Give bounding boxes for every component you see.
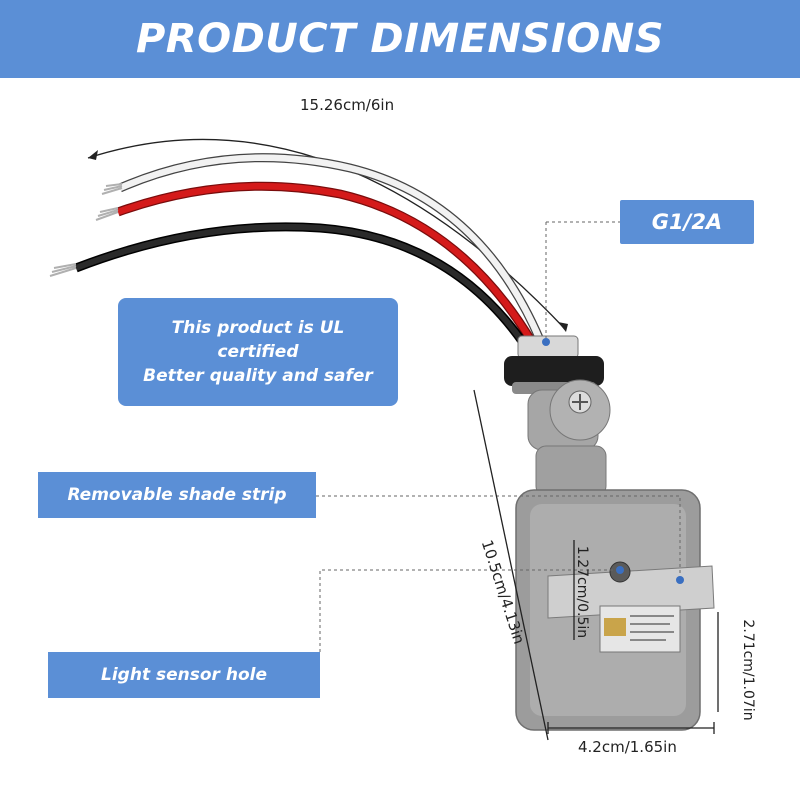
ul-label-text-lines bbox=[630, 615, 674, 641]
lock-nut bbox=[504, 356, 604, 386]
arc-arrowhead-end bbox=[558, 322, 568, 332]
red-wire bbox=[116, 182, 535, 344]
ul-line-3: Better quality and safer bbox=[143, 366, 373, 386]
thread-leader-line bbox=[545, 221, 620, 342]
swivel-lower bbox=[535, 445, 607, 497]
shade-leader-line bbox=[316, 495, 681, 580]
shade-strip-callout: Removable shade strip bbox=[38, 472, 316, 518]
width-tick bbox=[547, 722, 715, 734]
thread-size-badge: G1/2A bbox=[620, 200, 754, 244]
ul-label-gold bbox=[604, 618, 626, 636]
ul-line-1: This product is UL bbox=[171, 318, 345, 338]
white-wire bbox=[118, 154, 543, 342]
thread-marker bbox=[542, 338, 550, 346]
sensor-leader-line bbox=[319, 569, 620, 652]
ul-certified-callout: This product is UL certified Better qual… bbox=[118, 298, 398, 406]
page-title: PRODUCT DIMENSIONS bbox=[135, 16, 665, 62]
ul-line-2: certified bbox=[217, 342, 299, 362]
wire-length-label: 15.26cm/6in bbox=[300, 96, 395, 114]
arc-arrowhead-start bbox=[88, 150, 98, 160]
wire-strands bbox=[101, 183, 123, 195]
shade-marker bbox=[676, 576, 684, 584]
header-banner: PRODUCT DIMENSIONS bbox=[0, 0, 800, 78]
sensor-hole-callout: Light sensor hole bbox=[48, 652, 320, 698]
height-dimension-line bbox=[473, 389, 549, 741]
shade-strip bbox=[547, 565, 715, 619]
black-wire bbox=[74, 223, 527, 346]
sensor-marker bbox=[616, 566, 624, 574]
wire-strands bbox=[95, 207, 119, 221]
depth-label: 1.27cm/0.5in bbox=[574, 545, 590, 639]
side-label: 2.71cm/1.07in bbox=[740, 619, 756, 721]
width-label: 4.2cm/1.65in bbox=[578, 738, 677, 756]
wire-strands bbox=[49, 263, 77, 277]
screw-slot bbox=[572, 394, 588, 410]
